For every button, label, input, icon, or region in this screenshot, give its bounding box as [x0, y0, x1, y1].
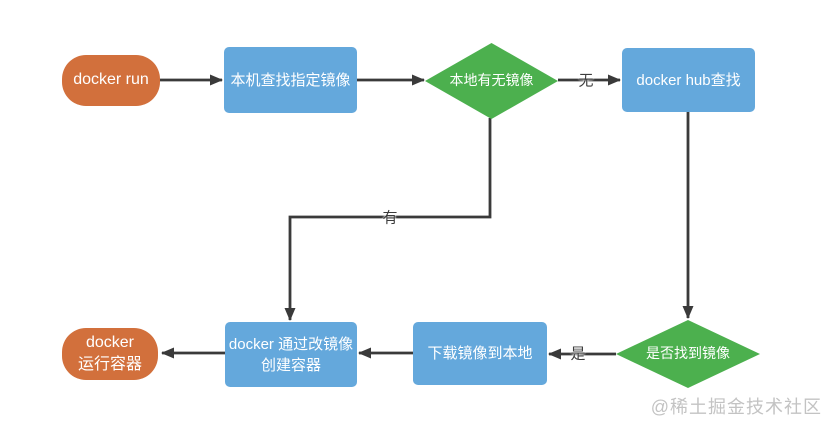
node-has-local-image-label: 本地有无镜像	[449, 72, 534, 89]
edge-label-no: 无	[578, 72, 594, 90]
node-download-image-label: 下载镜像到本地	[427, 345, 533, 362]
edge-label-has: 有	[382, 209, 398, 227]
node-docker-hub-search-label: docker hub查找	[636, 71, 741, 89]
node-found-image-label: 是否找到镜像	[646, 345, 730, 362]
node-docker-run: docker run	[62, 55, 160, 106]
node-create-container: docker 通过改镜像 创建容器	[225, 322, 357, 387]
arrow-decision-has-to-create	[284, 118, 492, 321]
node-run-container: docker 运行容器	[62, 328, 158, 380]
node-run-container-label: docker 运行容器	[77, 333, 142, 373]
edge-label-yes: 是	[570, 345, 586, 363]
node-download-image: 下载镜像到本地	[413, 322, 547, 385]
watermark-text: @稀土掘金技术社区	[650, 397, 822, 417]
node-docker-run-label: docker run	[73, 71, 149, 89]
node-docker-hub-search: docker hub查找	[622, 48, 755, 112]
node-find-local-image: 本机查找指定镜像	[224, 47, 357, 113]
node-find-local-image-label: 本机查找指定镜像	[230, 71, 351, 89]
node-create-container-label: docker 通过改镜像 创建容器	[228, 335, 354, 374]
